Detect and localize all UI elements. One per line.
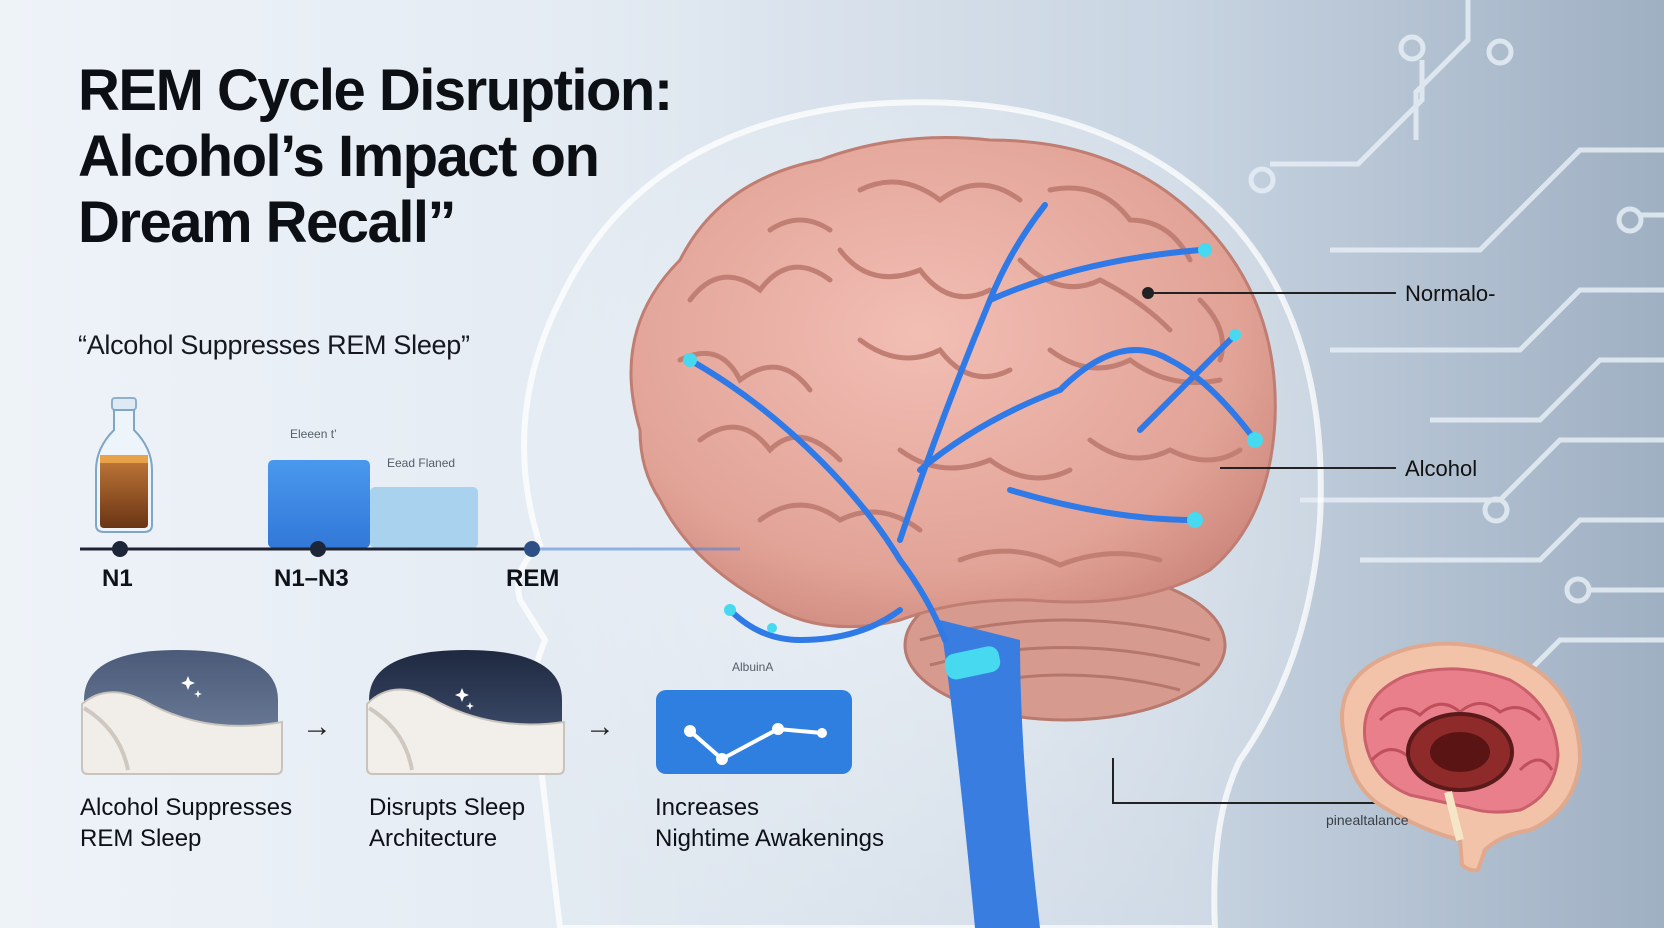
- brain-illustration: [629, 136, 1277, 928]
- callout-alcohol: Alcohol: [1405, 456, 1478, 481]
- chart-icon-label: AlbuinA: [732, 660, 774, 674]
- sleep-pillow-icon-2: [366, 650, 565, 775]
- sagittal-brain-icon: [1340, 641, 1583, 873]
- alcohol-bottle-icon: [95, 397, 153, 533]
- callout-leaders: [1112, 287, 1415, 804]
- stage-label-n1-n3: N1–N3: [274, 565, 349, 592]
- step-2-line-2: Architecture: [369, 825, 498, 852]
- title-line-1: REM Cycle Disruption:: [78, 58, 673, 123]
- stage-label-n1: N1: [102, 565, 133, 592]
- sleep-pillow-icon-1: [81, 650, 283, 775]
- step-1-line-2: REM Sleep: [80, 825, 202, 852]
- arrow-icon-1: →: [302, 710, 332, 743]
- timeline-axis: [80, 541, 740, 557]
- circuit-board-decoration: [1248, 0, 1664, 683]
- stage-label-rem: REM: [506, 565, 560, 592]
- step-increases-awakenings: Increases Nightime Awakenings: [655, 792, 884, 854]
- step-3-line-1: Increases: [655, 794, 760, 821]
- bar-label-2: Eead Flaned: [387, 456, 456, 470]
- step-2-line-1: Disrupts Sleep: [369, 794, 526, 821]
- title-line-2: Alcohol’s Impact on: [78, 124, 600, 189]
- callout-pineal: pinealtalance: [1326, 812, 1409, 828]
- subtitle: “Alcohol Suppresses REM Sleep”: [78, 330, 470, 360]
- arrow-icon-2: →: [585, 710, 615, 743]
- page-title: REM Cycle Disruption: Alcohol’s Impact o…: [78, 58, 698, 256]
- stage-bars: [268, 460, 478, 548]
- line-chart-icon: [656, 690, 852, 774]
- bar-label-1: Eleeen t’: [290, 427, 337, 441]
- callout-normal: Normalo-: [1405, 281, 1496, 306]
- step-disrupts-architecture: Disrupts Sleep Architecture: [369, 792, 525, 854]
- step-1-line-1: Alcohol Suppresses: [80, 794, 293, 821]
- step-suppresses-rem: Alcohol Suppresses REM Sleep: [80, 792, 292, 854]
- step-3-line-2: Nightime Awakenings: [655, 825, 885, 852]
- title-line-3: Dream Recall”: [78, 190, 457, 255]
